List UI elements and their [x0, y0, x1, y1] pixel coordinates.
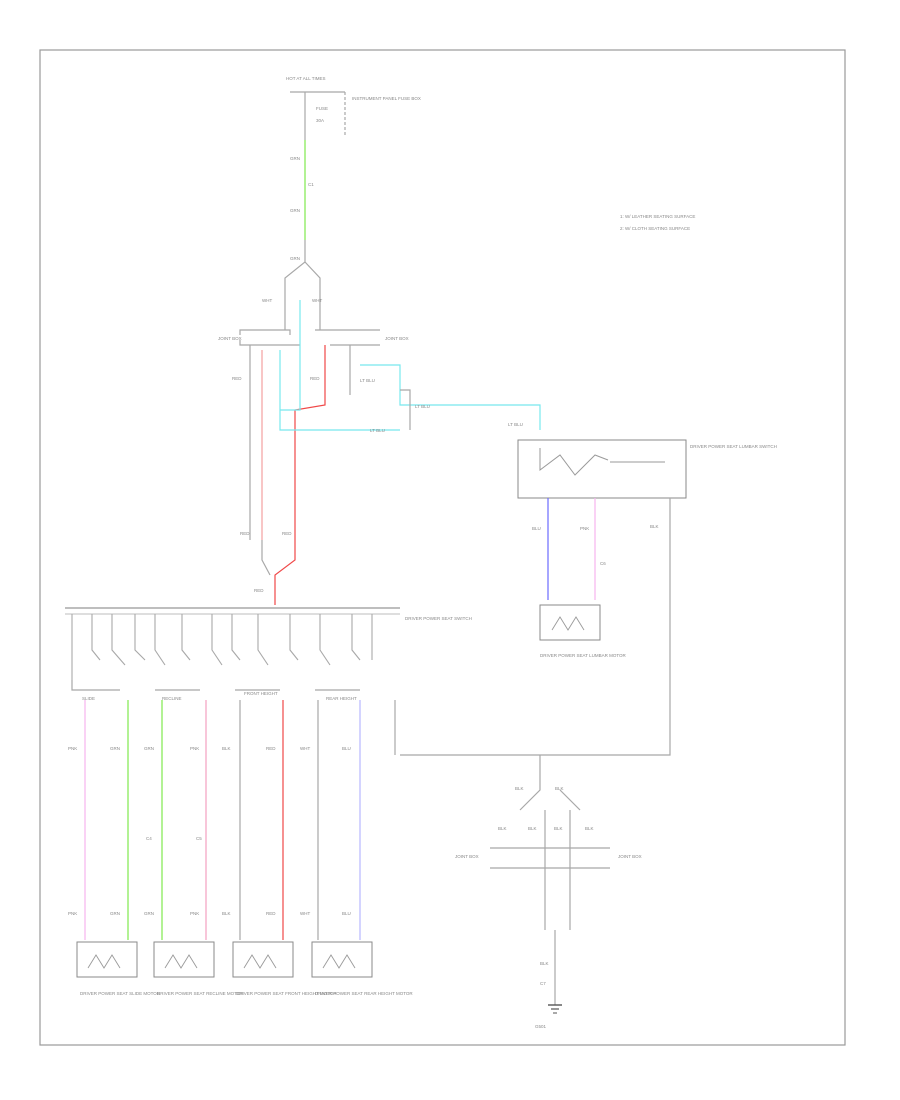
legend: 1: W/ LEATHER SEATING SURFACE 2: W/ CLOT… — [620, 214, 695, 231]
connector-c3: RED — [282, 531, 292, 536]
split-left-label: WHT — [262, 298, 272, 303]
legend-item-1: 1: W/ LEATHER SEATING SURFACE — [620, 214, 695, 219]
svg-text:RED: RED — [266, 911, 276, 916]
ground-symbol: G501 — [535, 1004, 562, 1029]
svg-text:PNK: PNK — [190, 746, 199, 751]
motor-rear-height: DRIVER POWER SEAT REAR HEIGHT MOTOR — [311, 941, 413, 996]
lumbar-motor: DRIVER POWER SEAT LUMBAR MOTOR — [539, 604, 627, 658]
split-wire-left — [284, 240, 306, 330]
motor-recline: DRIVER POWER SEAT RECLINE MOTOR — [153, 941, 244, 996]
connector-c7: C7 — [540, 981, 546, 986]
ground-label: G501 — [535, 1024, 547, 1029]
cyan-label-1: LT BLU — [360, 378, 375, 383]
svg-text:BLK: BLK — [585, 826, 594, 831]
motor-front-height: DRIVER POWER SEAT FRONT HEIGHT MOTOR — [232, 941, 337, 996]
power-label: HOT AT ALL TIMES — [286, 76, 326, 81]
section-rear-height: REAR HEIGHT — [326, 696, 357, 701]
svg-text:GRN: GRN — [110, 911, 120, 916]
split-label: GRN — [290, 256, 300, 261]
svg-text:BLK: BLK — [222, 911, 231, 916]
connector-c6: C6 — [600, 561, 606, 566]
legend-item-2: 2: W/ CLOTH SEATING SURFACE — [620, 226, 690, 231]
ground-joint: JOINT BOX JOINT BOX BLK BLK BLK BLK BLK … — [455, 755, 642, 930]
svg-text:WHT: WHT — [300, 911, 310, 916]
fuse-box-label: INSTRUMENT PANEL FUSE BOX — [352, 96, 421, 101]
motor-wire-labels-top: PNK GRN GRN PNK BLK RED WHT BLU — [68, 746, 351, 751]
cyan-wire-b — [280, 300, 301, 411]
connector-c2: RED — [240, 531, 250, 536]
svg-text:PNK: PNK — [580, 526, 589, 531]
svg-text:BLK: BLK — [555, 786, 564, 791]
lumbar-switch-label: DRIVER POWER SEAT LUMBAR SWITCH — [690, 444, 777, 449]
connector-c4: C4 — [146, 836, 152, 841]
svg-text:BLU: BLU — [532, 526, 541, 531]
svg-text:PNK: PNK — [68, 746, 77, 751]
svg-text:BLK: BLK — [540, 961, 549, 966]
ground-joint-right: JOINT BOX — [618, 854, 642, 859]
motor-rear-height-label: DRIVER POWER SEAT REAR HEIGHT MOTOR — [315, 991, 413, 996]
connector-c1: C1 — [308, 182, 314, 187]
svg-text:BLK: BLK — [515, 786, 524, 791]
cyan-label-3: LT BLU — [415, 404, 430, 409]
svg-text:RED: RED — [266, 746, 276, 751]
lumbar-switch: DRIVER POWER SEAT LUMBAR SWITCH — [517, 439, 777, 499]
svg-text:BLU: BLU — [342, 911, 351, 916]
red-label-2: RED — [310, 376, 320, 381]
fuse-label: FUSE — [316, 106, 328, 111]
motor-wire-labels-bottom: PNK GRN GRN PNK BLK RED WHT BLU — [68, 911, 351, 916]
merge-label: RED — [254, 588, 264, 593]
diagram-frame — [39, 49, 846, 1046]
power-source: HOT AT ALL TIMES INSTRUMENT PANEL FUSE B… — [286, 76, 421, 140]
svg-text:PNK: PNK — [68, 911, 77, 916]
lumbar-motor-label: DRIVER POWER SEAT LUMBAR MOTOR — [540, 653, 627, 658]
driver-power-seat-switch: DRIVER POWER SEAT SWITCH SLIDE RECLINE F… — [65, 607, 472, 701]
red-wire — [294, 345, 326, 540]
cyan-wire-a — [279, 350, 400, 431]
svg-text:BLK: BLK — [222, 746, 231, 751]
svg-text:BLU: BLU — [342, 746, 351, 751]
joint-right-label: JOINT BOX — [385, 336, 409, 341]
svg-text:BLK: BLK — [554, 826, 563, 831]
ground-wire-upper — [400, 498, 671, 756]
svg-text:BLK: BLK — [498, 826, 507, 831]
motor-slide: DRIVER POWER SEAT SLIDE MOTOR — [76, 941, 161, 996]
fuse-value: 30A — [316, 118, 324, 123]
svg-text:GRN: GRN — [110, 746, 120, 751]
cyan-wire-c — [360, 364, 541, 430]
cyan-label-4: LT BLU — [508, 422, 523, 427]
section-slide: SLIDE — [82, 696, 95, 701]
section-front-height: FRONT HEIGHT — [244, 691, 278, 696]
red-merge — [274, 540, 296, 605]
motor-recline-label: DRIVER POWER SEAT RECLINE MOTOR — [157, 991, 244, 996]
svg-text:BLK: BLK — [528, 826, 537, 831]
motor-slide-label: DRIVER POWER SEAT SLIDE MOTOR — [80, 991, 161, 996]
ground-joint-left: JOINT BOX — [455, 854, 479, 859]
green-wire-label-2: GRN — [290, 208, 300, 213]
cyan-label-2: LT BLU — [370, 428, 385, 433]
connector-c5: C5 — [196, 836, 202, 841]
svg-text:GRN: GRN — [144, 911, 154, 916]
joint-box-right: JOINT BOX — [315, 329, 409, 395]
joint-left-label: JOINT BOX — [218, 336, 242, 341]
switch-assembly-label: DRIVER POWER SEAT SWITCH — [405, 616, 472, 621]
svg-text:WHT: WHT — [300, 746, 310, 751]
green-wire-label-1: GRN — [290, 156, 300, 161]
split-wire-right — [304, 261, 321, 330]
section-recline: RECLINE — [162, 696, 182, 701]
motor-front-height-label: DRIVER POWER SEAT FRONT HEIGHT MOTOR — [236, 991, 337, 996]
red-label-1: RED — [232, 376, 242, 381]
svg-text:PNK: PNK — [190, 911, 199, 916]
ground-wire-label: BLK — [650, 524, 659, 529]
split-right-label: WHT — [312, 298, 322, 303]
joint-box-left: JOINT BOX — [218, 329, 300, 540]
svg-text:GRN: GRN — [144, 746, 154, 751]
